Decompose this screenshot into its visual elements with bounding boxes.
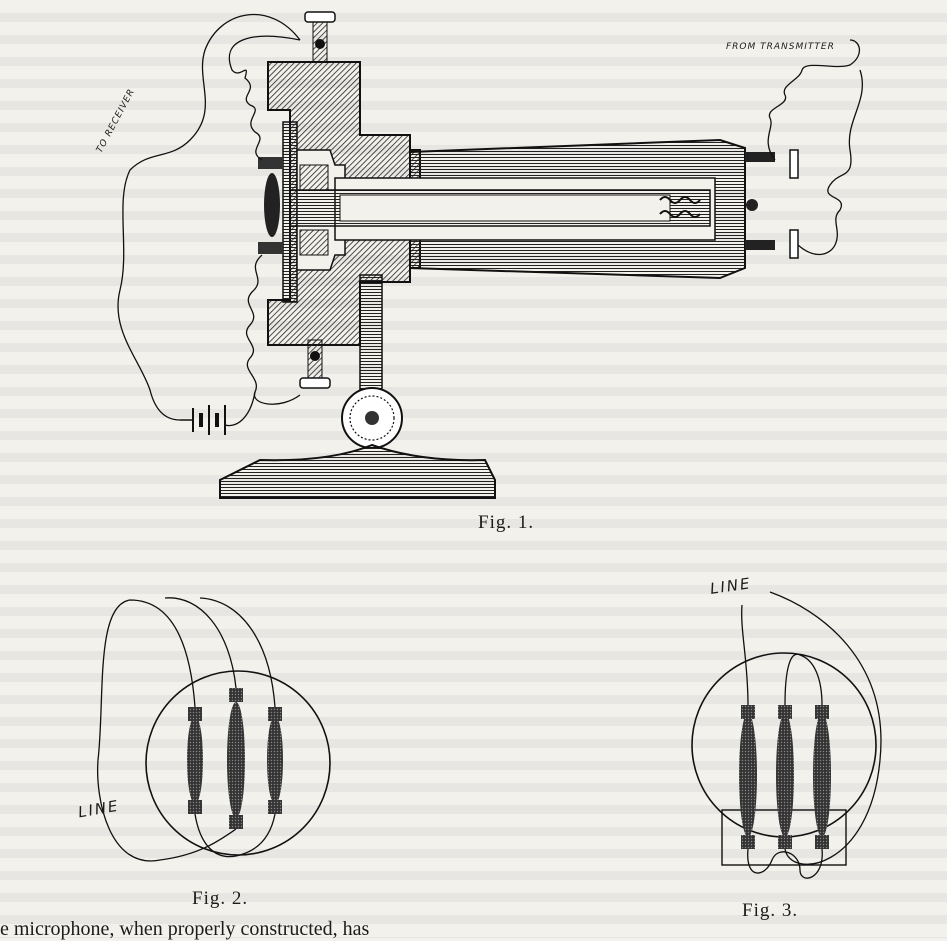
base-stand — [219, 443, 496, 499]
stand-column — [359, 274, 383, 396]
battery-symbol — [180, 405, 226, 435]
wire-coil-top — [228, 35, 301, 161]
from-transmitter-label: FROM TRANSMITTER — [726, 42, 835, 52]
fig3-drawing — [691, 591, 882, 879]
carbon-pencil — [264, 173, 280, 237]
bottom-body-text: e microphone, when properly constructed,… — [0, 918, 370, 940]
fig2-drawing — [96, 597, 331, 862]
fig2-caption: Fig. 2. — [192, 888, 249, 909]
wire-coil-bottom — [245, 254, 301, 405]
fig1-caption: Fig. 1. — [478, 512, 535, 533]
spring — [659, 196, 701, 204]
wire-coil-right — [767, 39, 861, 161]
fig3-caption: Fig. 3. — [742, 900, 799, 921]
